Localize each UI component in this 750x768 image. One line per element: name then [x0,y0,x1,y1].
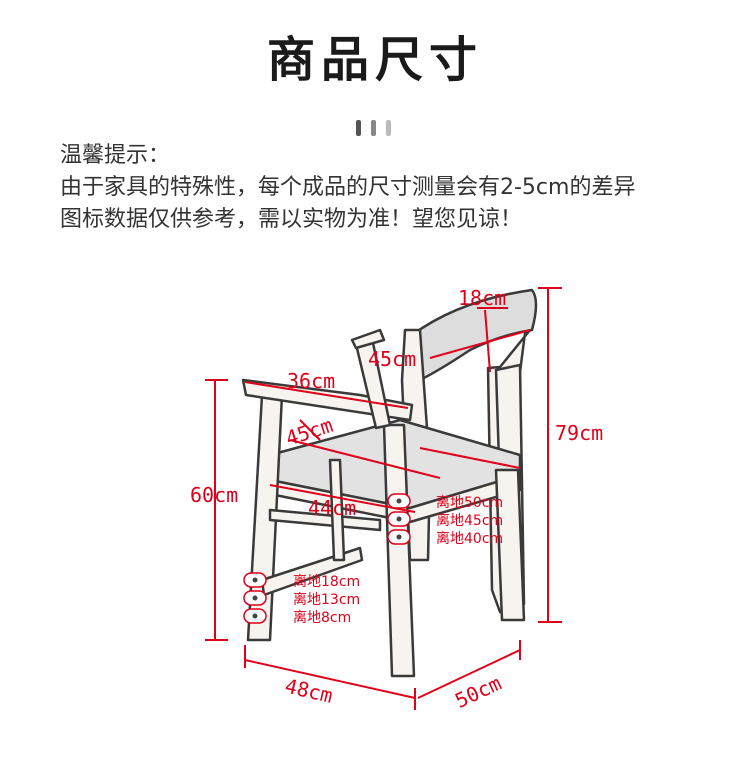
dim-backrest-width: 45cm [368,347,416,371]
decorative-bars [356,120,401,138]
footrest-hole-label: 离地13cm [293,591,360,608]
hole-dot [396,516,402,522]
seat-hole-label: 离地45cm [436,512,503,529]
bar-3 [386,120,391,136]
hole-dot [396,498,402,504]
seat-hole-label: 离地40cm [436,530,503,547]
hole-dot [396,534,402,540]
footrest-hole-label: 离地8cm [293,609,351,626]
seat-hole-label: 离地50cm [436,494,503,511]
dim-seat-width: 44cm [308,496,356,520]
hole-dot [252,595,258,601]
bar-2 [371,120,376,136]
seat-hole-markers: 离地50cm 离地45cm 离地40cm [387,493,503,547]
page-title: 商品尺寸 [266,32,483,88]
chair-illustration [241,288,538,678]
footrest-hole-markers: 离地18cm 离地13cm 离地8cm [243,572,360,626]
dim-backrest-depth: 18cm [458,286,506,310]
dim-total-height: 79cm [555,421,603,445]
dim-base-depth: 50cm [451,671,505,713]
footrest-hole-label: 离地18cm [293,573,360,590]
dim-armrest-length: 36cm [287,369,335,393]
hole-dot [252,577,258,583]
notice-line-2: 图标数据仅供参考，需以实物为准！望您见谅！ [60,207,523,232]
notice-line-1: 由于家具的特殊性，每个成品的尺寸测量会有2-5cm的差异 [60,175,636,200]
dim-seat-height: 60cm [190,483,238,507]
hole-dot [252,613,258,619]
notice-heading: 温馨提示： [60,143,171,168]
notice-block: 温馨提示： 由于家具的特殊性，每个成品的尺寸测量会有2-5cm的差异 图标数据仅… [60,140,720,236]
bar-1 [356,120,361,136]
